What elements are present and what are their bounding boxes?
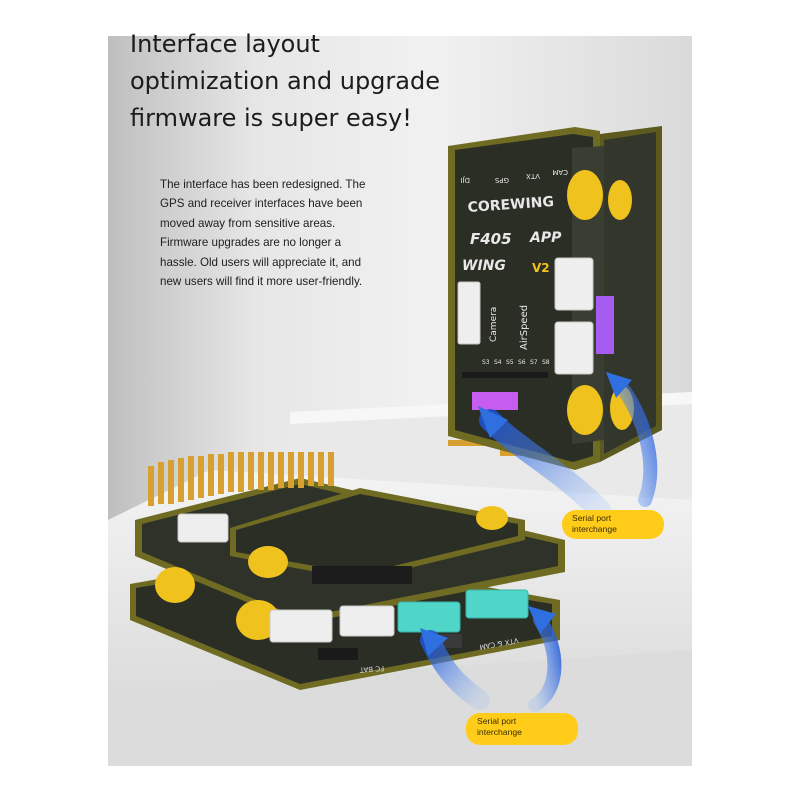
board-camera-label: Camera: [489, 307, 499, 342]
callout-line-2: interchange: [477, 727, 522, 737]
callout-line-1: Serial port: [572, 513, 612, 523]
board-suffix: APP: [529, 230, 562, 246]
description-line-6: new users will find it more user-friendl…: [160, 275, 363, 289]
serial-port-callout-upper: Serial port interchange: [562, 510, 664, 539]
servo-label-s7: S7: [530, 359, 538, 366]
serial-arrow-4-head: [528, 606, 556, 634]
serial-arrow-1-head: [478, 406, 508, 438]
board-brand: COREWING: [467, 194, 554, 216]
description-line-1: The interface has been redesigned. The: [160, 178, 366, 191]
port-label-gps: GPS: [494, 176, 509, 184]
board-airspeed-label: AirSpeed: [519, 305, 530, 350]
serial-arrow-2: [613, 378, 658, 507]
bottom-label-fc-bat: FC BAT: [359, 664, 385, 674]
servo-label-s3: S3: [482, 359, 490, 366]
headline-line-1: Interface layout: [130, 30, 320, 58]
board-version: V2: [532, 261, 550, 275]
serial-arrow-2-head: [606, 372, 632, 398]
callout-line-2: interchange: [572, 524, 617, 534]
servo-label-s5: S5: [506, 359, 514, 366]
headline-line-2: optimization and upgrade: [130, 67, 440, 95]
port-label-cam: CAM: [552, 168, 568, 176]
port-label-vtx: VTX: [526, 172, 540, 180]
servo-label-s8: S8: [542, 359, 550, 366]
servo-label-s4: S4: [494, 359, 502, 366]
headline-line-3: firmware is super easy!: [130, 104, 412, 132]
servo-label-s6: S6: [518, 359, 526, 366]
board-model: F405: [470, 230, 512, 248]
description-line-3: moved away from sensitive areas.: [160, 216, 336, 230]
arrows: [420, 372, 658, 712]
serial-arrow-4: [528, 613, 562, 712]
callout-line-1: Serial port: [477, 716, 517, 726]
description-line-2: GPS and receiver interfaces have been: [160, 197, 363, 211]
description-line-4: Firmware upgrades are no longer a: [160, 236, 342, 250]
serial-arrow-3-head: [420, 628, 448, 656]
description-line-5: hassle. Old users will appreciate it, an…: [160, 255, 362, 269]
description: The interface has been redesigned. The G…: [160, 175, 422, 291]
board-series: WING: [462, 258, 506, 274]
serial-port-callout-lower: Serial port interchange: [466, 713, 578, 745]
stacked-board: FC BAT VTX & CAM: [130, 452, 565, 690]
port-label-dji: DJI: [460, 176, 470, 184]
serial-arrow-1: [479, 409, 611, 521]
headline: Interface layout optimization and upgrad…: [130, 26, 470, 137]
